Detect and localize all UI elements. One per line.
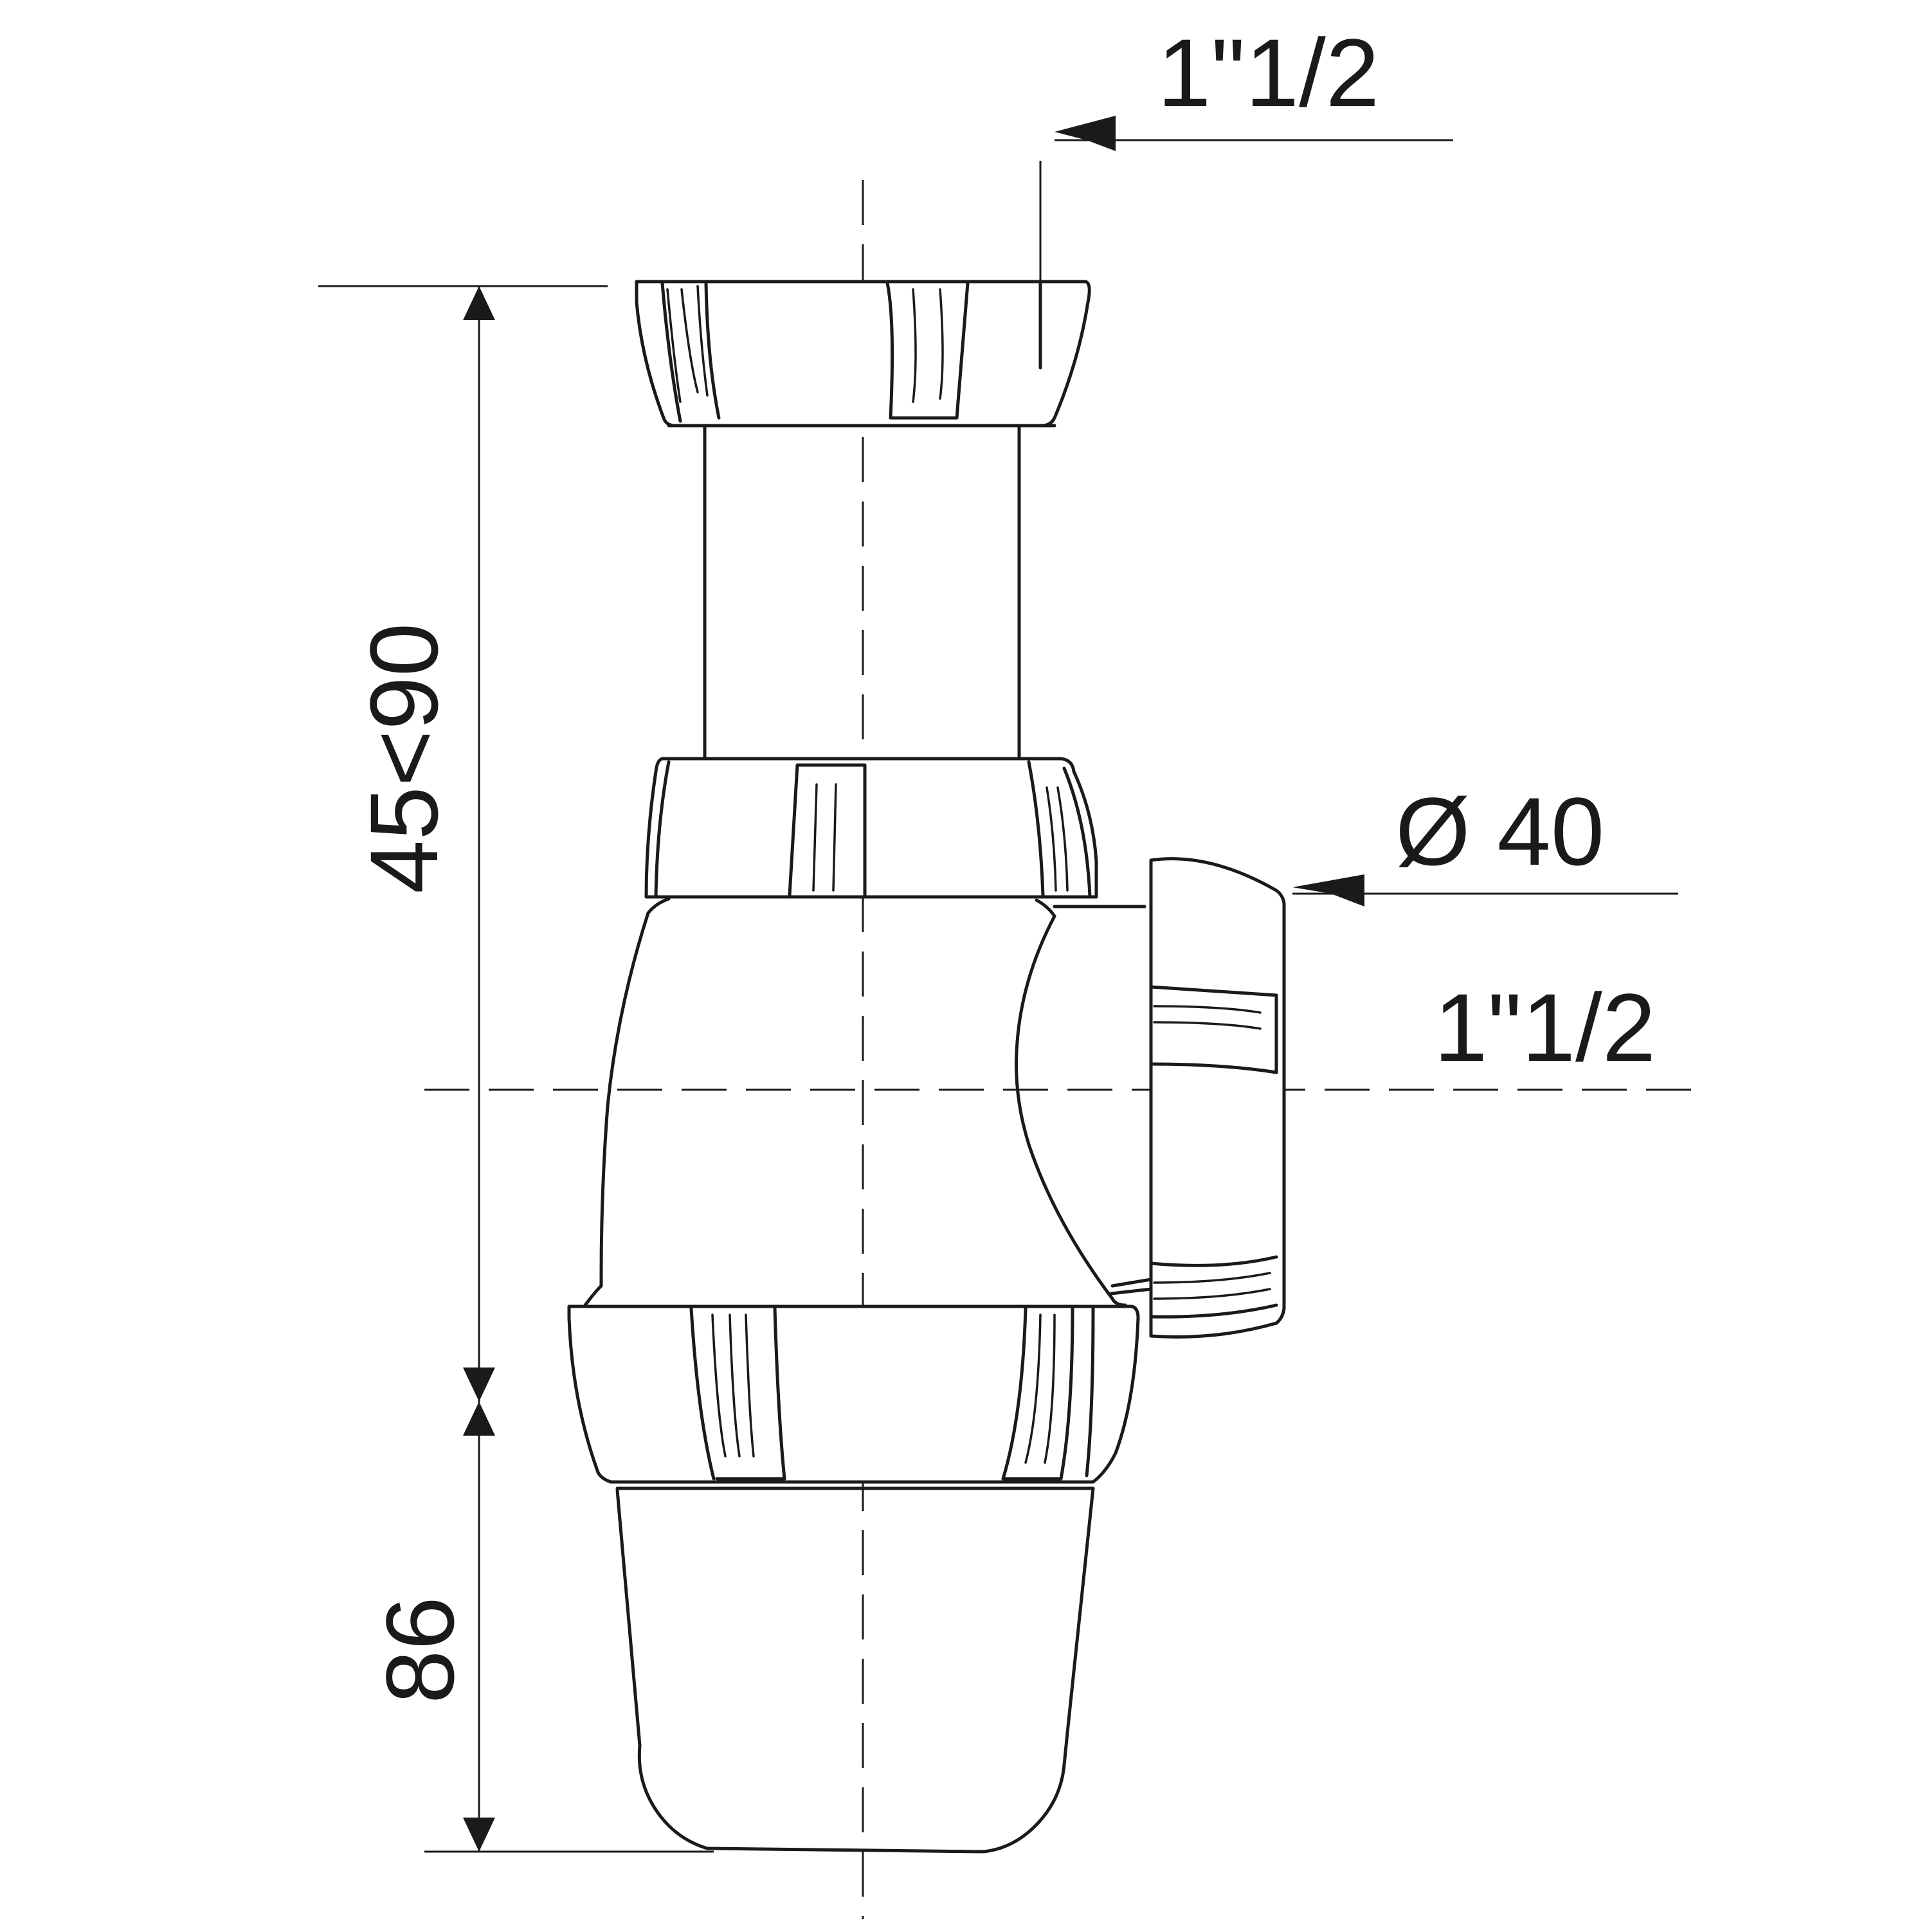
- dip-tube: [703, 425, 1021, 759]
- outlet-nut: [1149, 857, 1286, 1339]
- adjustable-height-label: 45<90: [350, 623, 458, 894]
- bottom-height-label: 86: [366, 1596, 474, 1704]
- outlet-diameter-callout: Ø 40: [1292, 777, 1678, 907]
- lower-nut: [567, 1305, 1140, 1490]
- outlet-thread-label: 1"1/2: [1434, 973, 1656, 1081]
- top-thread-callout: 1"1/2: [1039, 19, 1453, 368]
- bottle-body: [583, 897, 1153, 1307]
- outlet-diameter-label: Ø 40: [1395, 777, 1604, 885]
- bottom-cup: [615, 1486, 1095, 1854]
- height-dimension-adjustable: 45<90: [318, 285, 608, 1852]
- top-nut: [635, 280, 1091, 428]
- top-thread-label: 1"1/2: [1157, 19, 1379, 127]
- height-dimension-bottom: 86: [366, 1596, 714, 1853]
- outlet-thread-callout: 1"1/2: [1434, 973, 1656, 1081]
- middle-nut: [644, 757, 1098, 899]
